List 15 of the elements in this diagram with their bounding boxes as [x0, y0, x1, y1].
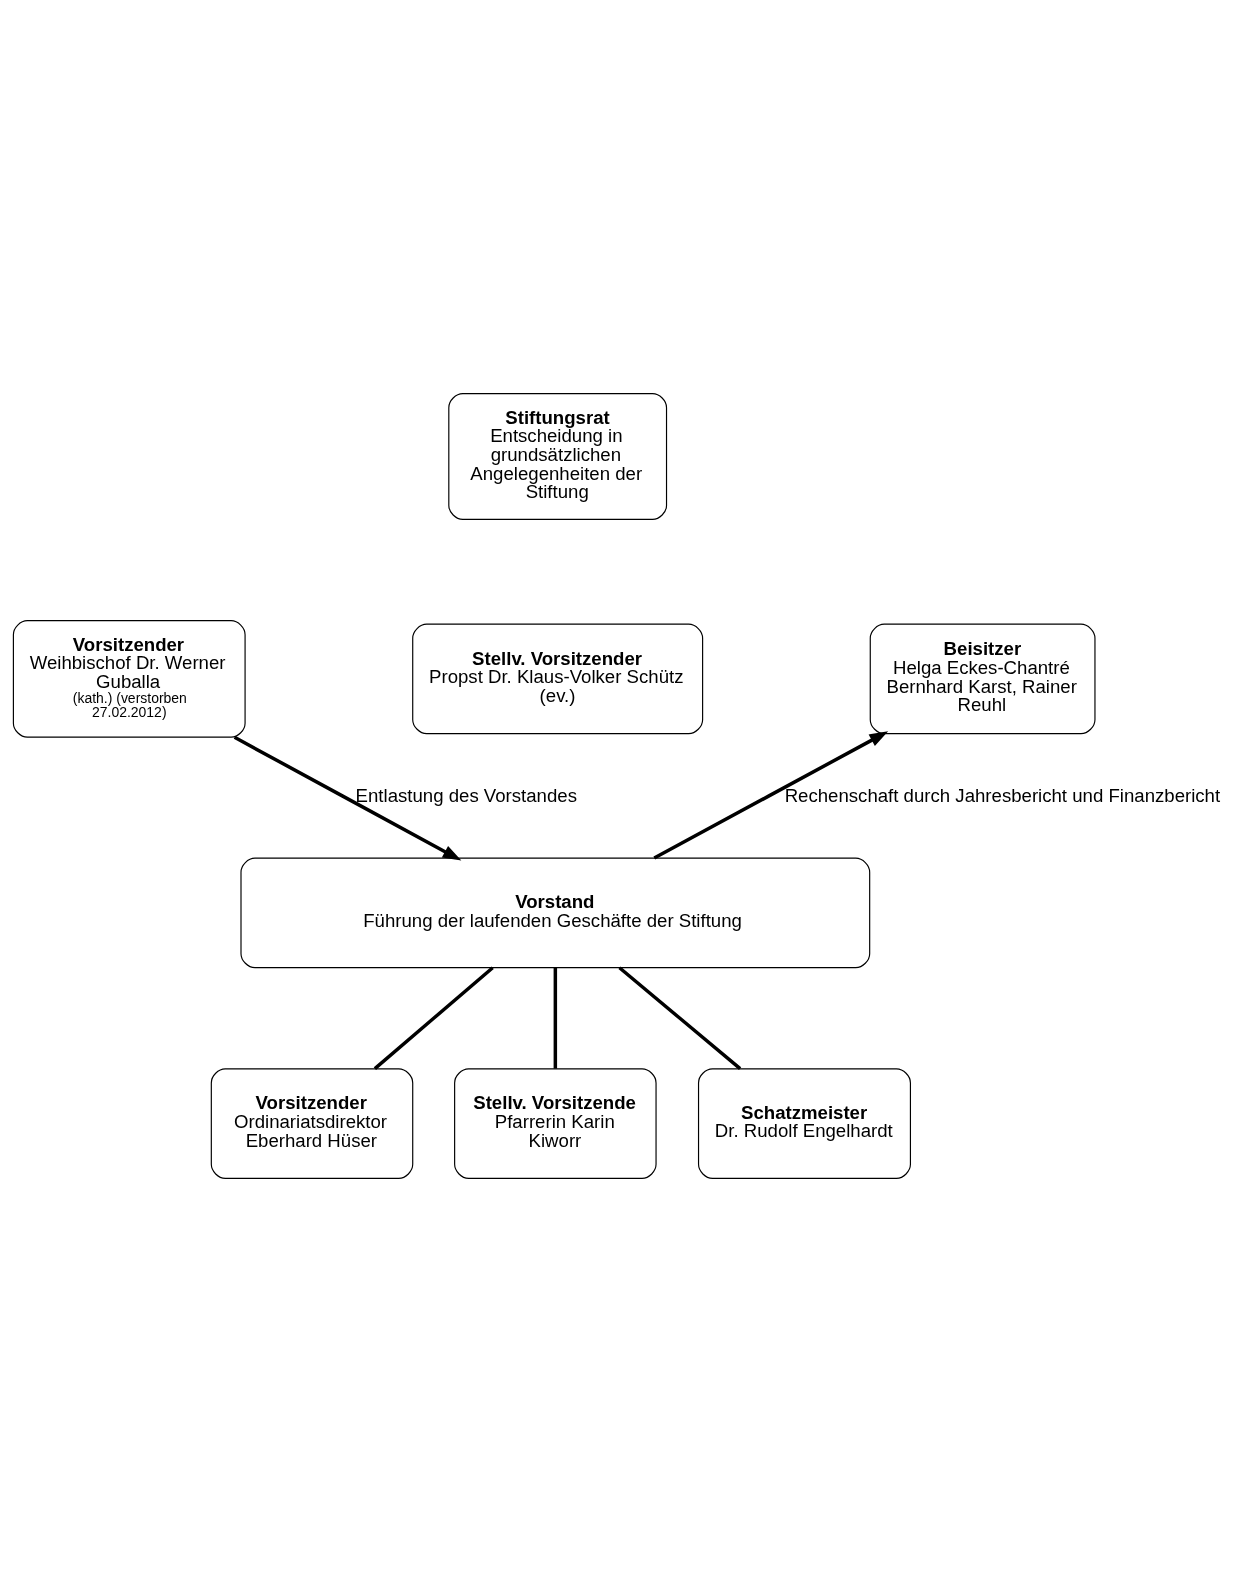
connector: [553, 967, 558, 1069]
node-box: Beisitzer Helga Eckes-Chantré Bernhard Karst, Rainer Reuhl: [869, 623, 1096, 734]
arrow: [653, 730, 889, 860]
node-box: Stellv. Vorsitzende Pfarrerin Karin Kiworr: [454, 1067, 657, 1179]
arrow: [233, 735, 462, 861]
connector: [618, 965, 742, 1070]
edge-label: Rechenschaft durch Jahresbericht und Finanzbericht: [784, 784, 1221, 806]
node-box: Schatzmeister Dr. Rudolf Engelhardt: [697, 1067, 911, 1179]
node-box: Stiftungsrat Entscheidung in grundsätzlichen Angelegenheiten der Stiftung: [448, 392, 668, 520]
node-box: Stellv. Vorsitzender Propst Dr. Klaus-Volker Schütz (ev.): [412, 623, 704, 734]
node-box: Vorsitzender Ordinariatsdirektor Eberhard Hüser: [210, 1067, 414, 1179]
node-box: Vorstand Führung der laufenden Geschäfte der Stiftung: [240, 857, 871, 968]
connector: [373, 965, 494, 1070]
edge-label: Entlastung des Vorstandes: [355, 784, 577, 806]
node-box: Vorsitzender Weihbischof Dr. Werner Guballa (kath.) (verstorben 27.02.2012): [12, 619, 246, 738]
